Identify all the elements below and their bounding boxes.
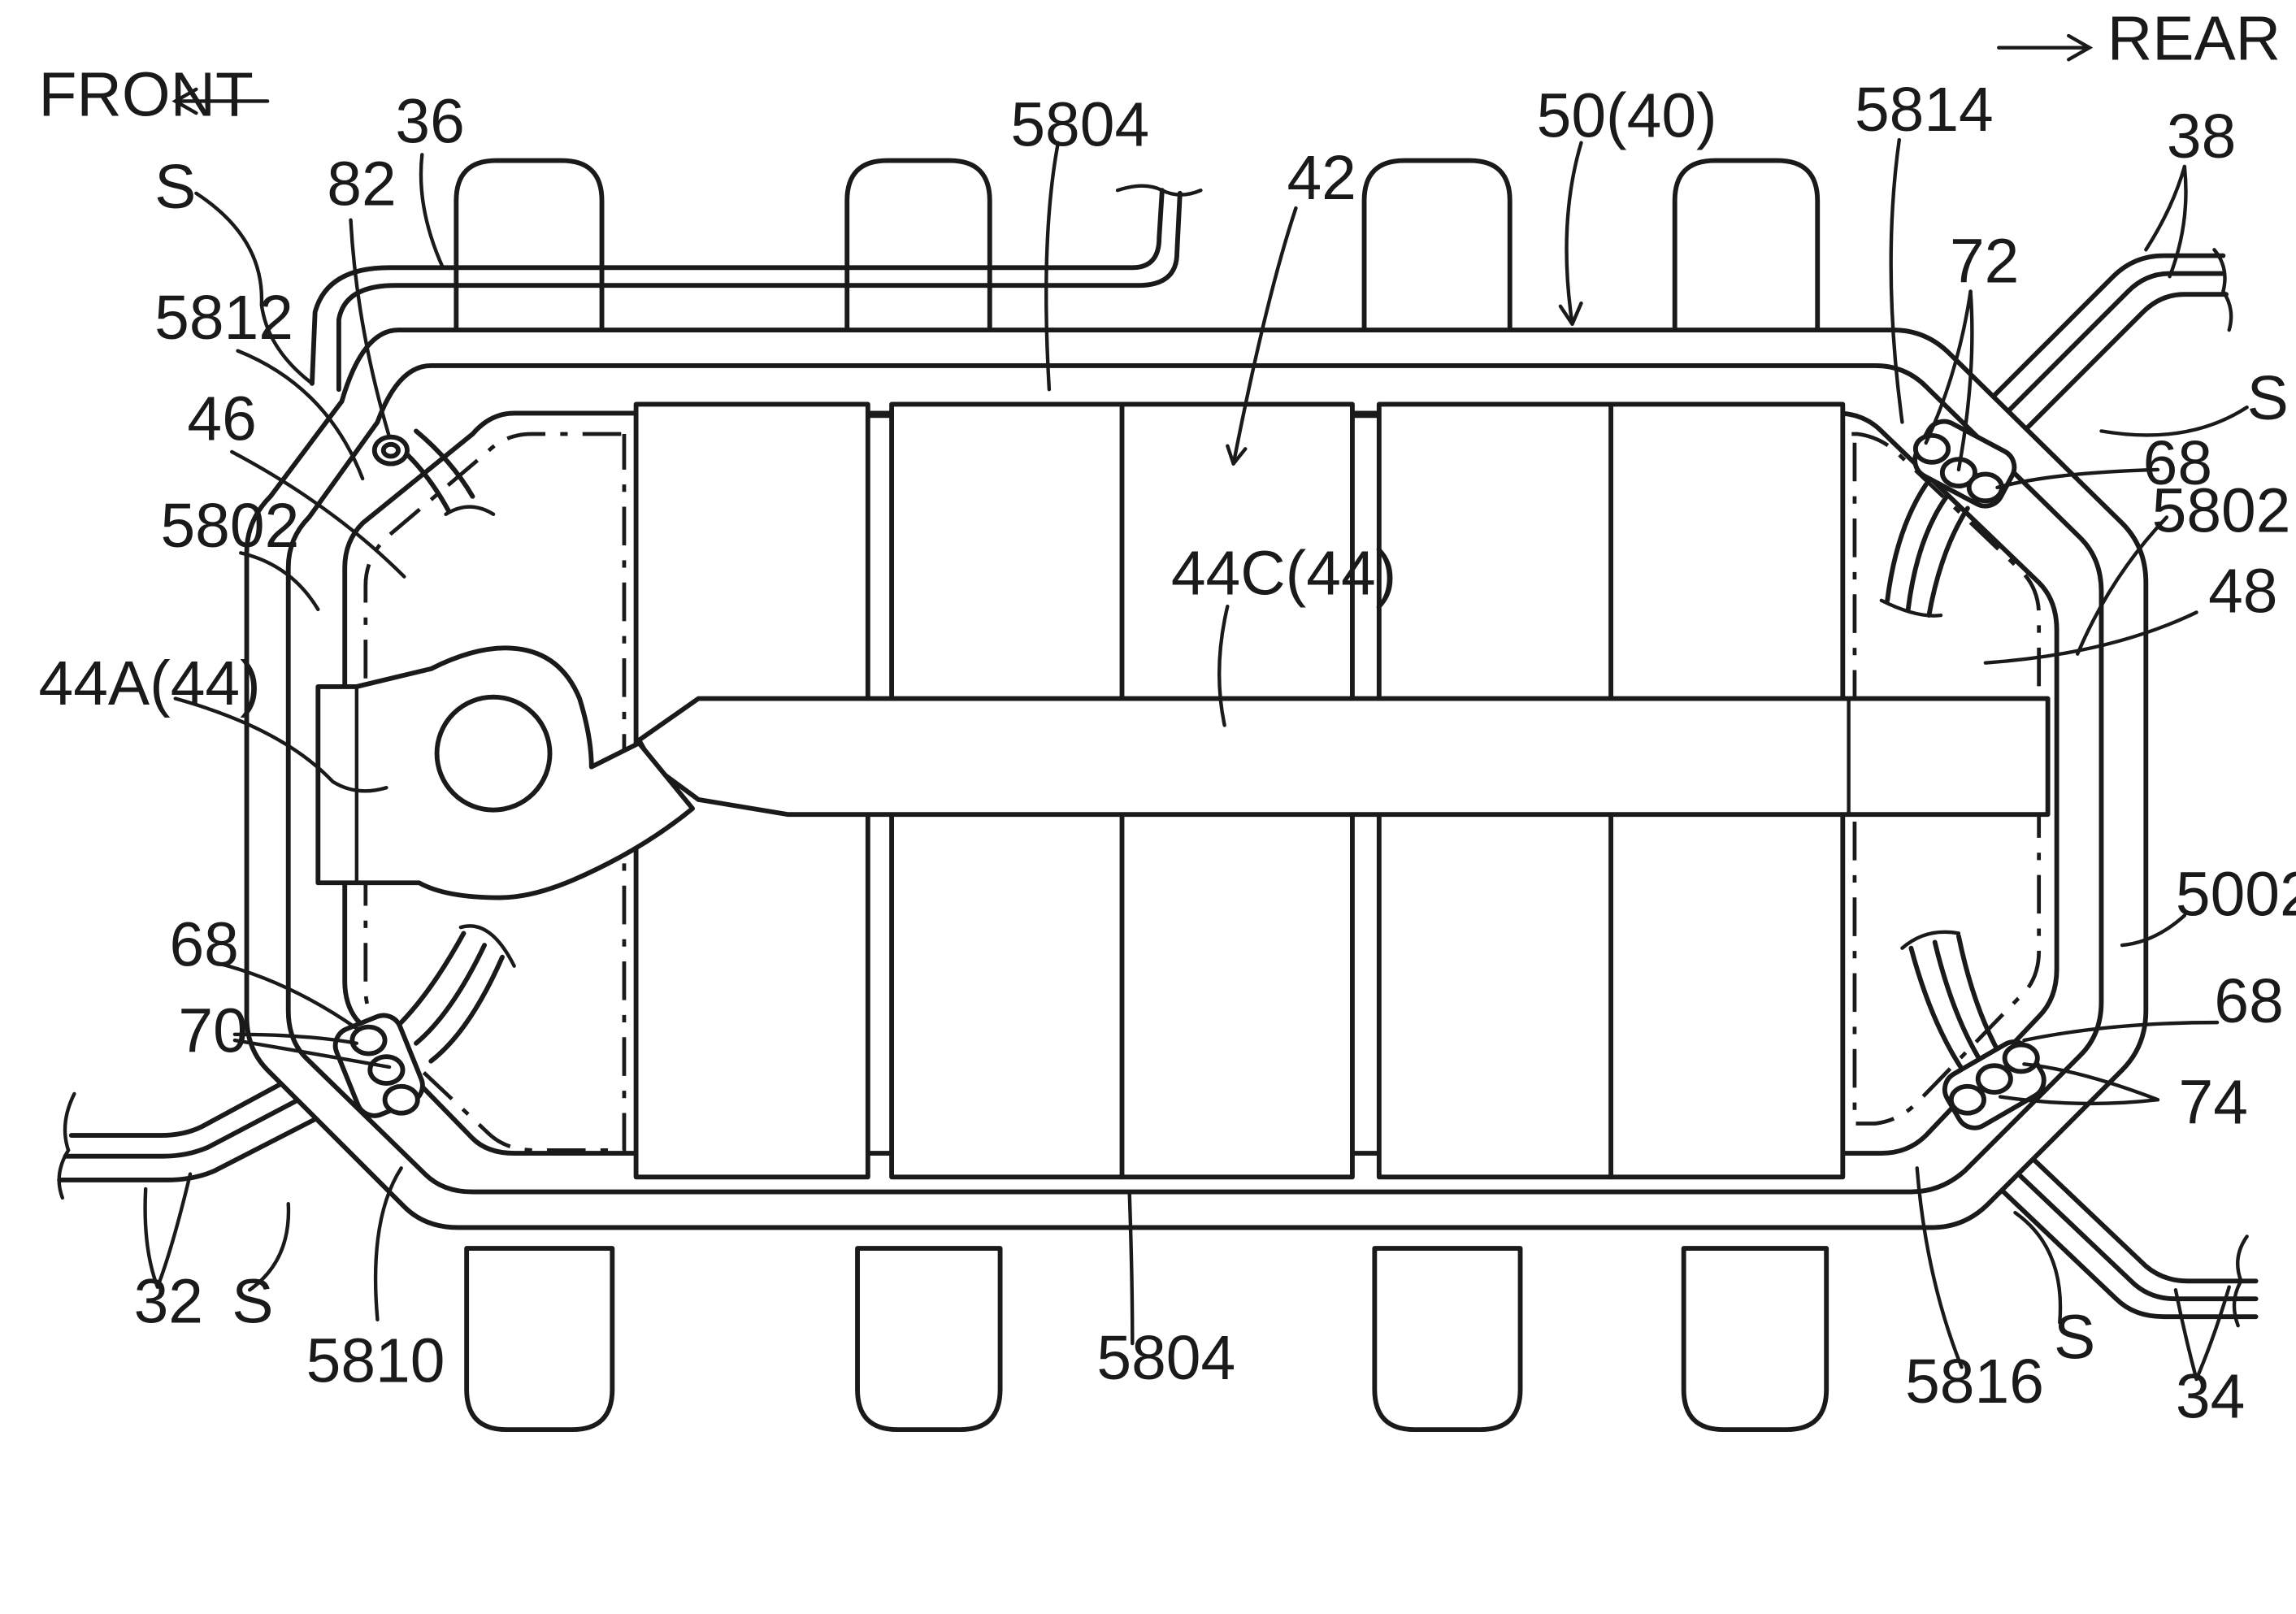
label-68-rear-bottom: 68: [2214, 966, 2283, 1036]
label-s-rear-top: S: [2247, 363, 2289, 433]
label-74: 74: [2179, 1067, 2248, 1137]
label-72: 72: [1950, 227, 2019, 297]
label-42: 42: [1287, 143, 1356, 213]
label-5802-58: 5802,58: [2152, 476, 2296, 546]
cross-member-bottom-4: [1684, 1248, 1827, 1430]
label-5802: 5802: [160, 491, 299, 561]
label-70: 70: [178, 996, 247, 1066]
label-36: 36: [395, 87, 464, 157]
label-5002: 5002: [2176, 859, 2296, 929]
label-50-40: 50(40): [1537, 80, 1717, 150]
label-46: 46: [187, 384, 256, 453]
label-5804-top: 5804: [1010, 89, 1149, 159]
label-s-rear-bottom: S: [2054, 1302, 2095, 1372]
label-5804-bottom: 5804: [1096, 1323, 1235, 1393]
label-48: 48: [2208, 556, 2277, 626]
cross-member-top-1: [456, 161, 601, 335]
cross-member-top-2: [847, 161, 990, 335]
cover-44c: [639, 699, 2047, 815]
label-5812: 5812: [154, 283, 293, 353]
cross-member-bottom-2: [857, 1248, 1000, 1430]
label-front: FRONT: [39, 60, 254, 130]
label-s-front-bottom: S: [232, 1266, 273, 1336]
cable-bundle-34: [1997, 1153, 2255, 1325]
label-5814: 5814: [1855, 75, 1994, 145]
label-68-front: 68: [169, 910, 238, 980]
cross-member-top-4: [1675, 161, 1818, 335]
label-rear: REAR: [2107, 3, 2281, 73]
label-44c: 44C(44): [1171, 539, 1396, 609]
label-5816: 5816: [1905, 1347, 2044, 1417]
label-34: 34: [2176, 1362, 2245, 1432]
label-82: 82: [327, 149, 396, 219]
cross-member-bottom-1: [467, 1248, 612, 1430]
label-38: 38: [2167, 102, 2236, 171]
label-44a: 44A(44): [39, 649, 261, 718]
label-32: 32: [134, 1266, 203, 1336]
label-s-front-top: S: [154, 152, 196, 222]
cross-member-bottom-3: [1374, 1248, 1520, 1430]
cable-bundle-38: [1989, 249, 2232, 434]
cross-member-top-3: [1365, 161, 1510, 335]
label-5810: 5810: [306, 1326, 445, 1396]
